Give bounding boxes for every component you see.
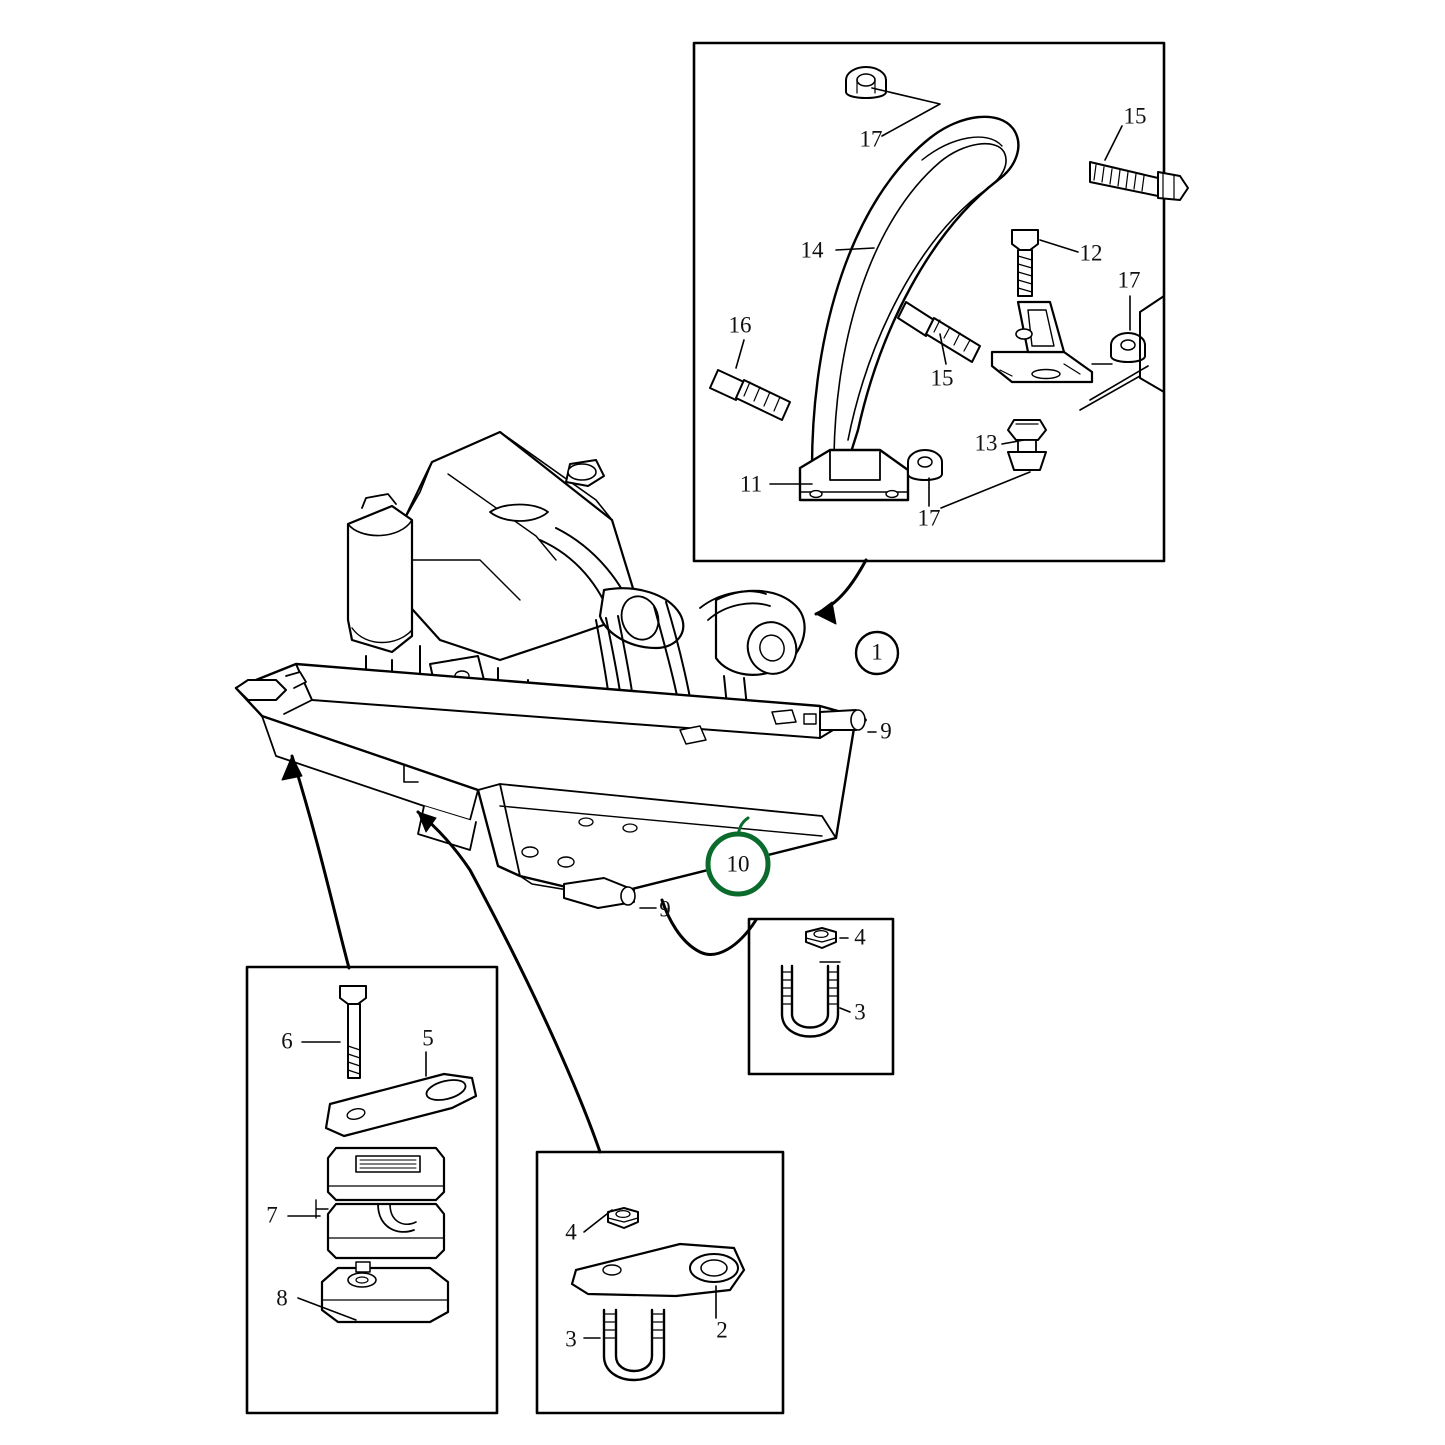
engine-assembly — [234, 430, 867, 909]
callout-12: 12 — [1080, 240, 1103, 265]
base-plate-8 — [320, 1261, 450, 1324]
center-bracket — [990, 300, 1113, 384]
callout-circle-1 — [854, 630, 900, 676]
bolt-15-lower — [897, 301, 981, 363]
callout-15-top: 15 — [1124, 103, 1147, 128]
callout-8: 8 — [276, 1285, 288, 1310]
bolt-16 — [709, 369, 791, 421]
callout-17-right: 17 — [1118, 267, 1141, 292]
inset-top-right — [692, 41, 1189, 563]
oil-filter — [346, 493, 414, 654]
inset-bottom-mid — [535, 1150, 785, 1415]
callout-3-ubolt: 3 — [854, 999, 866, 1024]
callout-labels: 1 10 9 9 17 15 14 12 17 16 15 13 11 17 4… — [266, 103, 1146, 1351]
bolt-12 — [1011, 229, 1039, 297]
callout-9-front: 9 — [659, 896, 671, 921]
callout-14: 14 — [801, 237, 825, 262]
bolt-15-top — [1089, 161, 1189, 201]
callout-9-right: 9 — [880, 718, 892, 743]
inset-u-bolt — [747, 917, 895, 1076]
callout-3-bracket: 3 — [565, 1326, 577, 1351]
callout-17-top: 17 — [860, 126, 883, 151]
base-frame-10 — [234, 662, 867, 909]
callout-10: 10 — [727, 851, 750, 876]
callout-4-bracket: 4 — [565, 1219, 577, 1244]
callout-1: 1 — [871, 639, 883, 664]
callout-13: 13 — [975, 430, 998, 455]
bushing-17-bottom — [907, 449, 943, 481]
callout-4-ubolt: 4 — [854, 924, 866, 949]
callout-5: 5 — [422, 1025, 434, 1050]
bracket-5 — [324, 1072, 478, 1138]
mount-7 — [315, 1146, 446, 1260]
callout-6: 6 — [281, 1028, 293, 1053]
callout-2: 2 — [716, 1317, 728, 1342]
callout-15-lower: 15 — [931, 365, 954, 390]
callout-17-bottom: 17 — [918, 505, 941, 530]
bolt-6 — [339, 985, 367, 1079]
callout-16: 16 — [729, 312, 752, 337]
callout-7: 7 — [266, 1202, 278, 1227]
bracket-2 — [570, 1242, 746, 1298]
mount-13 — [1007, 419, 1047, 471]
callout-circle-10-highlighted — [705, 831, 771, 897]
connector-curves — [281, 558, 877, 1154]
inset-bottom-left — [245, 965, 499, 1415]
callout-11: 11 — [740, 471, 762, 496]
bushing-17-right — [1110, 332, 1146, 363]
bushing-17-top — [845, 66, 887, 99]
